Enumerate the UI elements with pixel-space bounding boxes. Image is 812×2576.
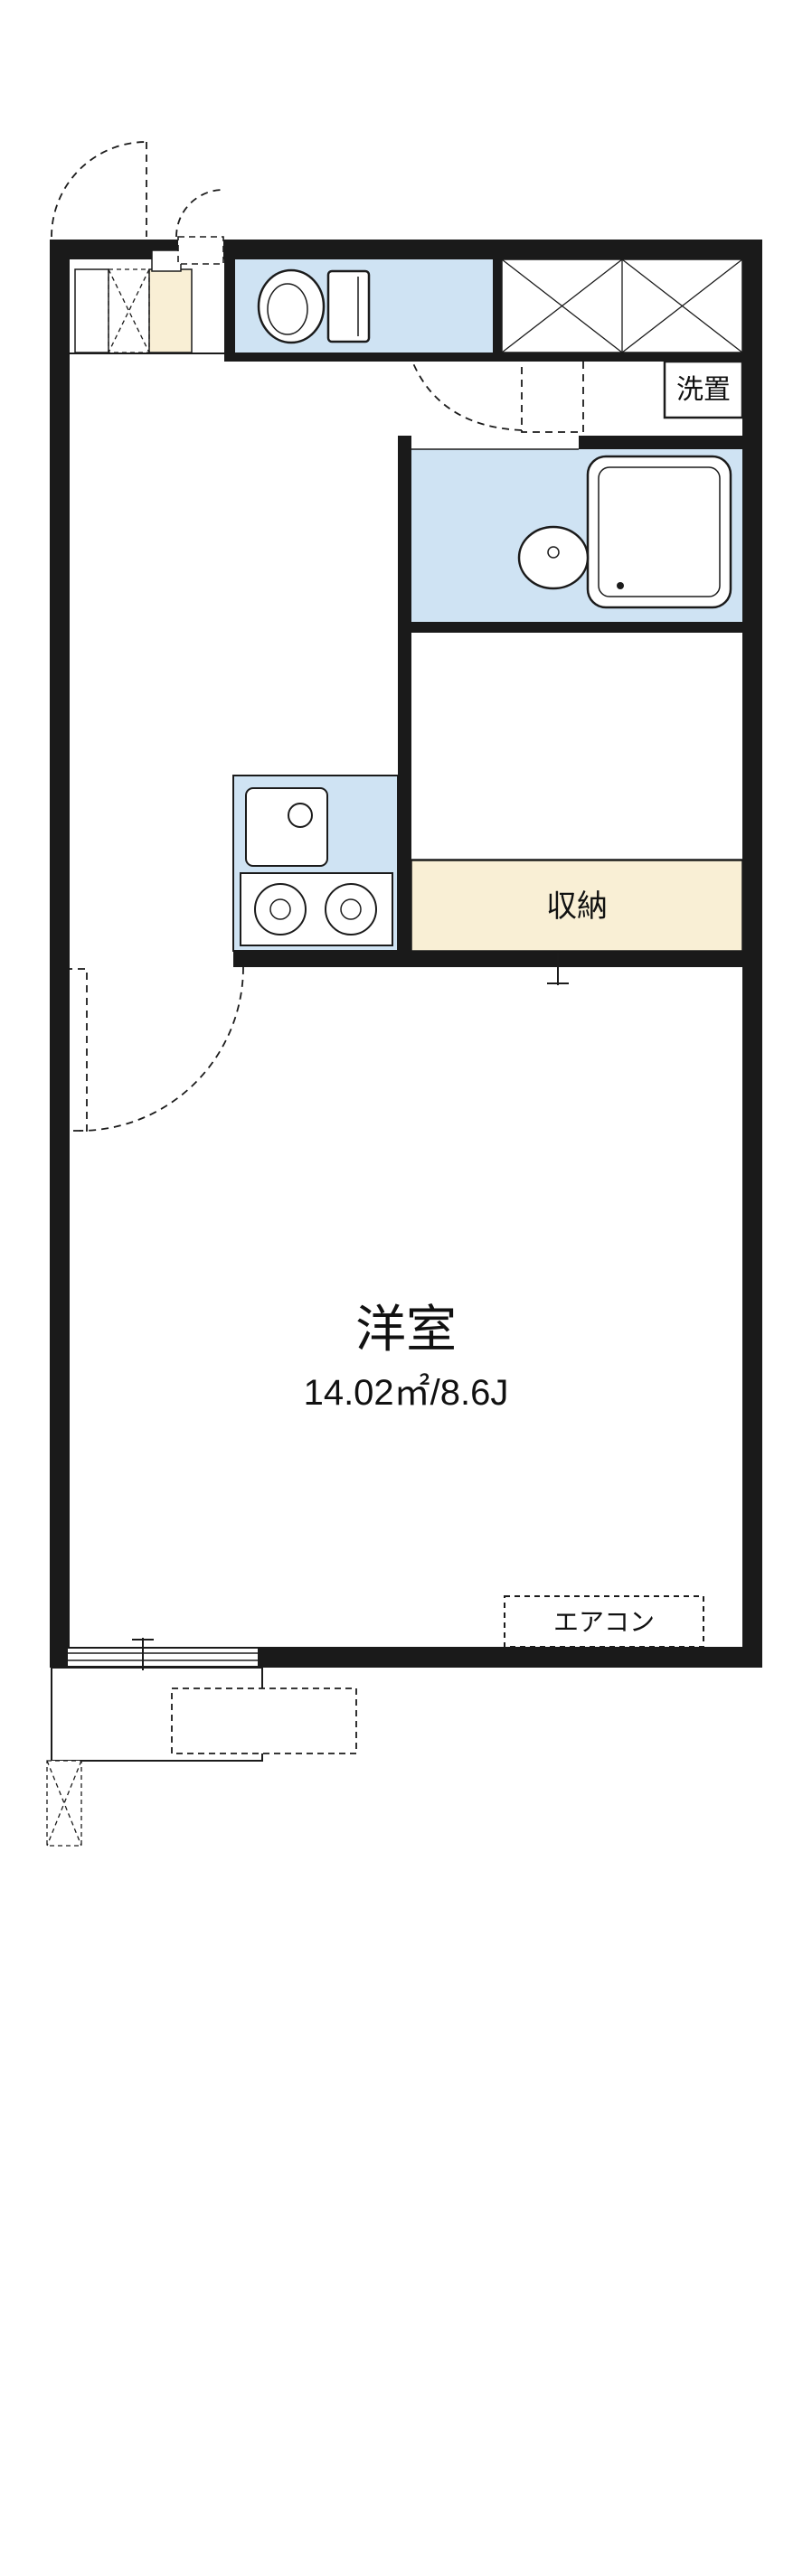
entrance-shelf: [74, 268, 109, 353]
pipe-space-hatch-icon: [501, 259, 743, 353]
wall-left: [50, 240, 70, 1668]
room-door-swing-icon: [52, 966, 244, 1132]
wall-below-toilet: [224, 353, 742, 362]
bathtub-icon: [586, 455, 732, 609]
balcony-hatched-box-icon: [46, 1760, 82, 1847]
shoe-cabinet: [148, 268, 193, 353]
entrance-closet-folding-doors-icon: [108, 268, 150, 353]
cream-areas: [148, 268, 743, 952]
wall-bath-left: [398, 436, 411, 967]
wall-tick-window: [132, 1638, 154, 1670]
thin-lines: [70, 353, 742, 860]
toilet-icon: [257, 268, 371, 344]
washbasin-icon: [517, 525, 590, 590]
kitchen-sink-icon: [245, 787, 328, 867]
wall-room-top: [233, 951, 742, 967]
laundry-label: 洗置: [676, 375, 731, 405]
entrance-door-swing-icon: [51, 141, 224, 238]
laundry-space-box: [663, 360, 744, 419]
window-gap: [68, 1649, 258, 1666]
entrance-door-leaf-open: [177, 236, 224, 265]
wall-toilet-ps: [493, 259, 502, 353]
wall-tick-storage: [547, 953, 569, 985]
aircon-label: エアコン: [553, 1608, 655, 1636]
storage-closet: [411, 860, 743, 952]
storage-label: 収納: [546, 889, 608, 924]
wall-bath-top: [579, 436, 742, 449]
balcony-dashed-outline: [171, 1688, 357, 1754]
entrance-door-sill: [151, 249, 182, 272]
wall-entrance-toilet: [224, 259, 235, 362]
wall-bath-bottom: [398, 622, 742, 633]
room-size-label: 14.02㎡/8.6J: [304, 1373, 509, 1413]
aircon-box: [504, 1595, 704, 1648]
wall-right: [742, 240, 762, 1668]
balcony-window: [68, 1649, 258, 1666]
walls: [50, 240, 762, 1668]
bathroom-door-swing-icon: [412, 359, 584, 433]
stove-burners-icon: [240, 872, 393, 946]
wall-top: [50, 240, 762, 259]
room-name-label: 洋室: [355, 1301, 457, 1358]
